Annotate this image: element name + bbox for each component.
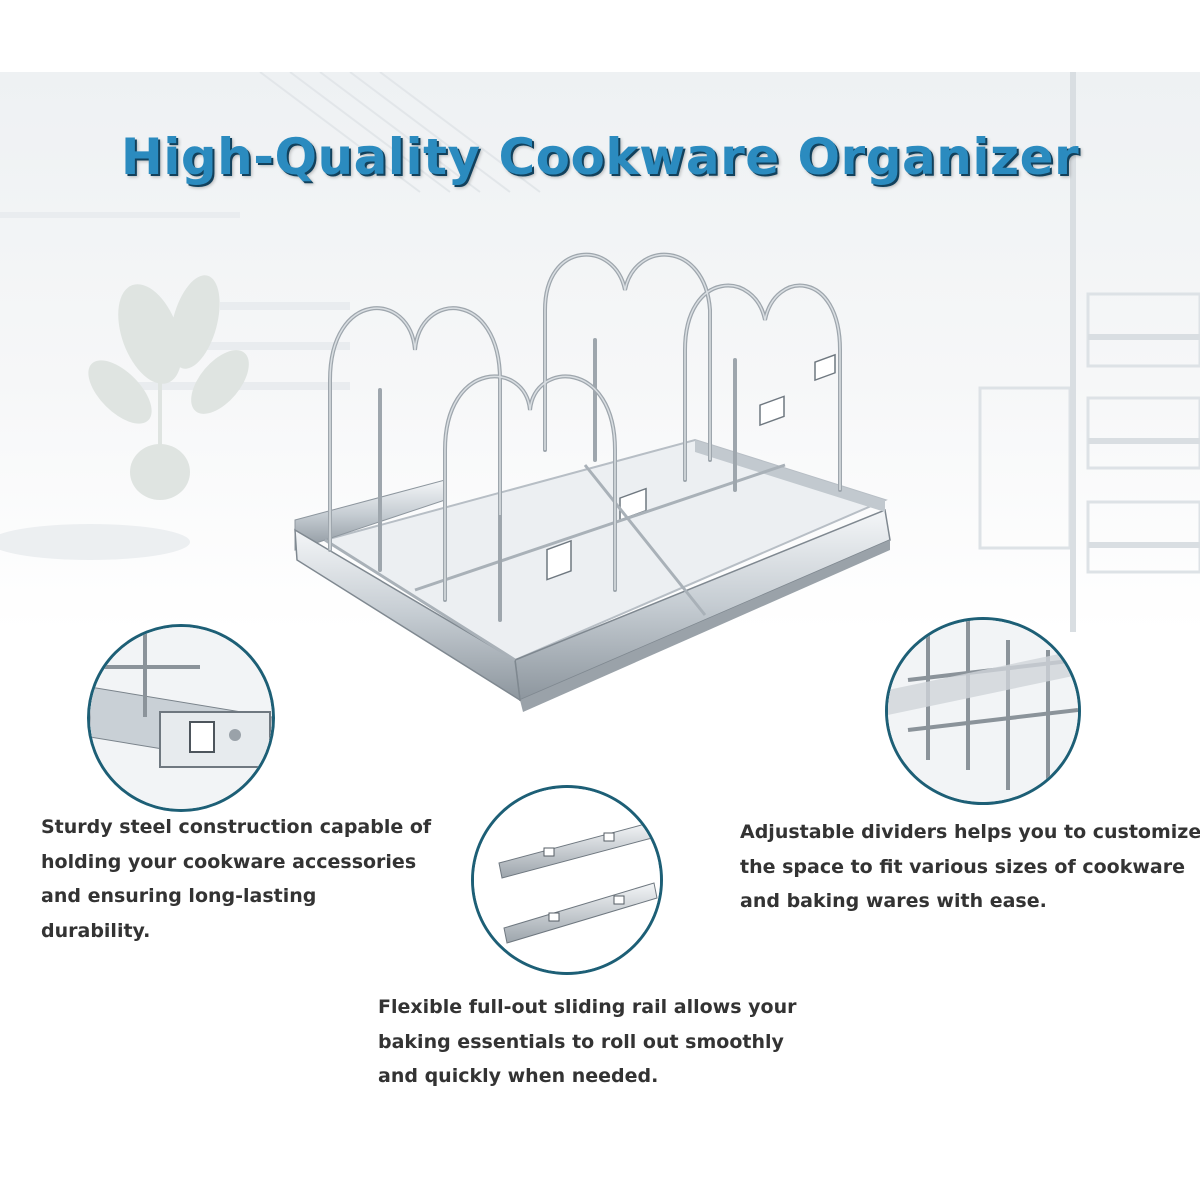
slide-rail-image	[471, 785, 663, 975]
cookware-rack-image	[285, 250, 915, 735]
page-title: High-Quality Cookware Organizer	[120, 128, 1080, 186]
feature-adjustable-dividers: Adjustable dividers helps you to customi…	[740, 821, 1200, 912]
feature-steel-construction: Sturdy steel construction capable of hol…	[41, 816, 432, 942]
rail-detail-image	[87, 624, 275, 812]
feature-sliding-rail: Flexible full-out sliding rail allows yo…	[378, 996, 797, 1087]
divider-detail-image	[885, 617, 1081, 805]
